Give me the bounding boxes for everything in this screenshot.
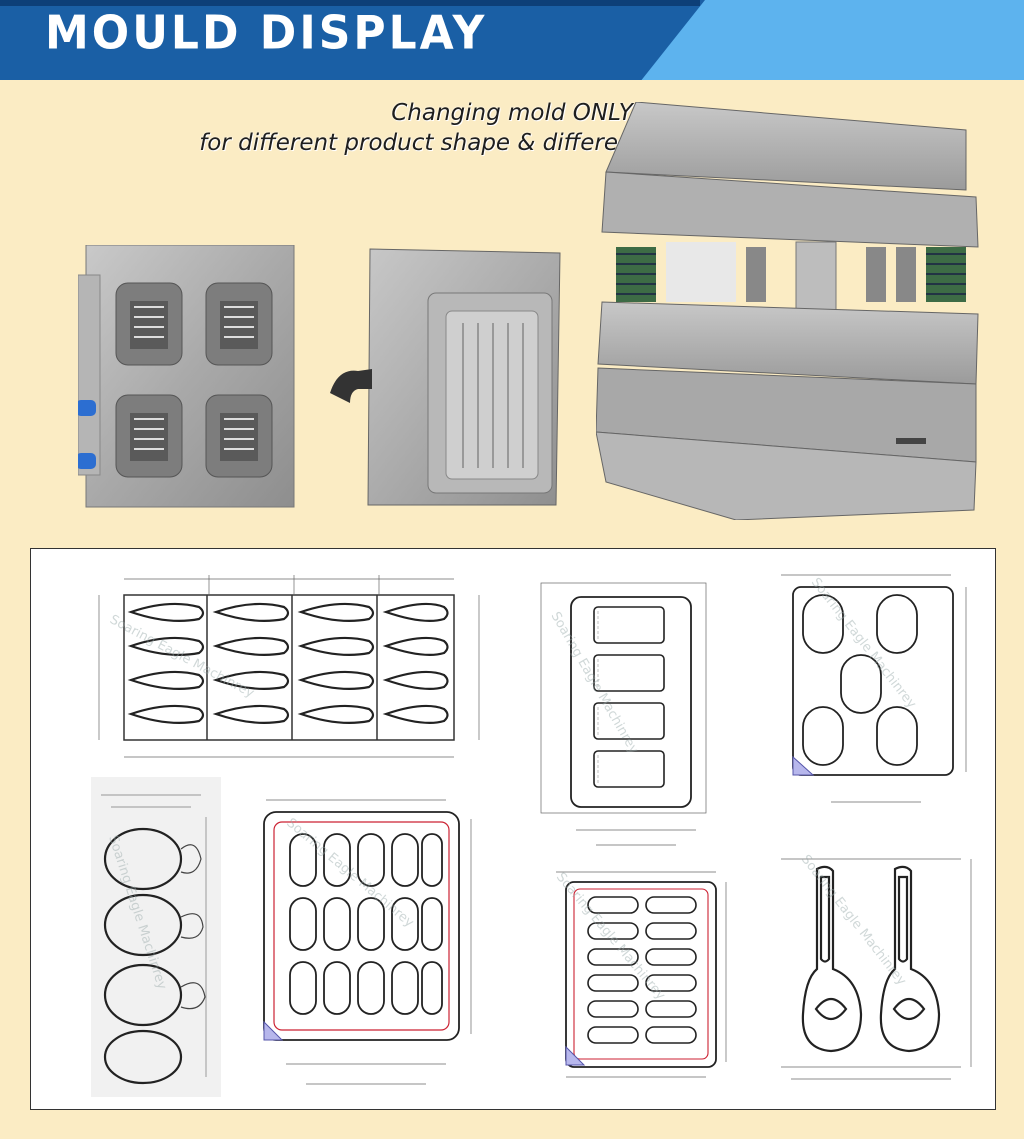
mould-photo-stack	[596, 102, 979, 520]
subtitle-line-1: Changing mold ONLY	[391, 100, 633, 126]
drawing-pill-tray: Soaring Eagle Machinrey	[263, 799, 472, 1085]
drawing-small-oval-tray: Soaring Eagle Machinrey	[553, 870, 727, 1078]
drawing-spoon-grid: Soaring Eagle Machinrey	[98, 575, 480, 758]
page-title: MOULD DISPLAY	[45, 6, 488, 61]
drawing-oval-tray: Soaring Eagle Machinrey	[781, 574, 967, 803]
header-stripe	[0, 0, 700, 6]
mould-photo-four-cavity	[78, 245, 295, 508]
drawing-rect-tray: Soaring Eagle Machinrey	[540, 582, 707, 846]
watermark-6: Soaring Eagle Machinrey	[553, 870, 668, 1003]
drawing-large-spoons: Soaring Eagle Machinrey	[781, 852, 972, 1080]
watermark-7: Soaring Eagle Machinrey	[798, 852, 909, 988]
header-banner	[0, 0, 705, 80]
mould-photo-flat	[330, 248, 561, 506]
drawing-egg-shapes: Soaring Eagle Machinrey	[91, 777, 221, 1097]
technical-drawings-panel: Soaring Eagle Machinrey Soaring Eagle Ma…	[30, 548, 996, 1110]
